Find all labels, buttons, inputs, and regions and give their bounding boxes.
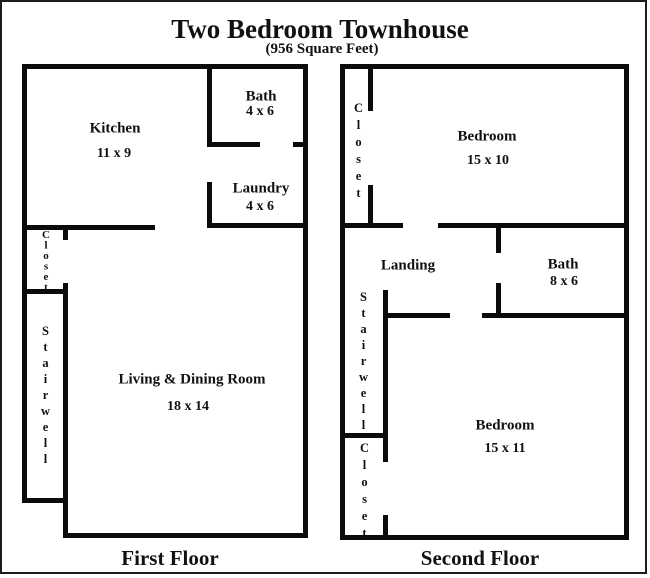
room-dims-bedroom-bottom: 15 x 11 xyxy=(484,441,526,456)
f2-wall-right xyxy=(624,64,629,540)
room-label-bedroom-bottom: Bedroom xyxy=(475,417,535,434)
f2-wall-bath-left-upper xyxy=(496,228,501,253)
f2-wall-stairwell-bottom xyxy=(340,433,388,438)
room-label-landing: Landing xyxy=(380,257,436,274)
f2-wall-left xyxy=(340,64,345,540)
f1-wall-bath-left xyxy=(207,64,212,147)
f1-wall-top xyxy=(22,64,308,69)
f1-wall-laundry-bottom xyxy=(207,223,308,228)
f2-wall-stairwell-right xyxy=(383,290,388,462)
f1-wall-stairwell-bottom xyxy=(22,498,68,503)
room-label-living-dining: Living & Dining Room xyxy=(118,371,266,388)
f1-wall-closet-door-jamb xyxy=(63,226,68,240)
page-title: Two Bedroom Townhouse xyxy=(171,14,469,44)
room-dims-bath-f2: 8 x 6 xyxy=(550,274,578,289)
room-dims-kitchen: 11 x 9 xyxy=(96,146,132,161)
f1-wall-bath-bottom-left xyxy=(207,142,260,147)
room-label-laundry: Laundry xyxy=(232,180,290,197)
f2-wall-bedroom-top-bottom-left xyxy=(340,223,403,228)
room-label-stairwell-f1: Stairwell xyxy=(38,324,53,468)
f2-wall-closet-top-upper xyxy=(368,64,373,111)
f2-wall-landing-bottom xyxy=(385,313,450,318)
f2-wall-closet-top-lower xyxy=(368,185,373,228)
f1-wall-right xyxy=(303,64,308,538)
f2-wall-top xyxy=(340,64,629,69)
room-label-bedroom-top: Bedroom xyxy=(457,128,517,145)
f1-wall-living-left xyxy=(63,283,68,538)
f2-wall-closet-bottom-jamb xyxy=(383,515,388,540)
f1-wall-left xyxy=(22,64,27,503)
f2-wall-bath-left-lower xyxy=(496,283,501,318)
room-label-closet-f2-top: Closet xyxy=(351,101,366,203)
second-floor-caption: Second Floor xyxy=(420,546,540,570)
room-label-kitchen: Kitchen xyxy=(89,120,141,137)
f1-wall-bottom xyxy=(63,533,308,538)
room-dims-laundry: 4 x 6 xyxy=(246,199,274,214)
f2-wall-bedroom-top-bottom-right xyxy=(438,223,629,228)
room-label-bath-f2: Bath xyxy=(547,256,579,273)
f1-wall-kitchen-bottom xyxy=(22,225,155,230)
room-label-stairwell-f2: Stairwell xyxy=(356,290,371,434)
room-label-bath-f1: Bath xyxy=(245,88,277,105)
room-label-closet-f1: Closet xyxy=(40,229,52,292)
f2-wall-bath-bottom xyxy=(482,313,629,318)
f2-wall-bottom xyxy=(340,535,629,540)
room-dims-living-dining: 18 x 14 xyxy=(167,399,209,414)
room-dims-bath-f1: 4 x 6 xyxy=(246,104,274,119)
room-dims-bedroom-top: 15 x 10 xyxy=(467,153,509,168)
f1-wall-closet-bottom xyxy=(22,289,68,294)
f1-wall-bath-bottom-right xyxy=(293,142,308,147)
first-floor-caption: First Floor xyxy=(121,546,219,570)
room-label-closet-f2-bottom: Closet xyxy=(357,441,372,543)
f1-wall-laundry-left xyxy=(207,182,212,228)
page-subtitle: (956 Square Feet) xyxy=(265,41,379,57)
